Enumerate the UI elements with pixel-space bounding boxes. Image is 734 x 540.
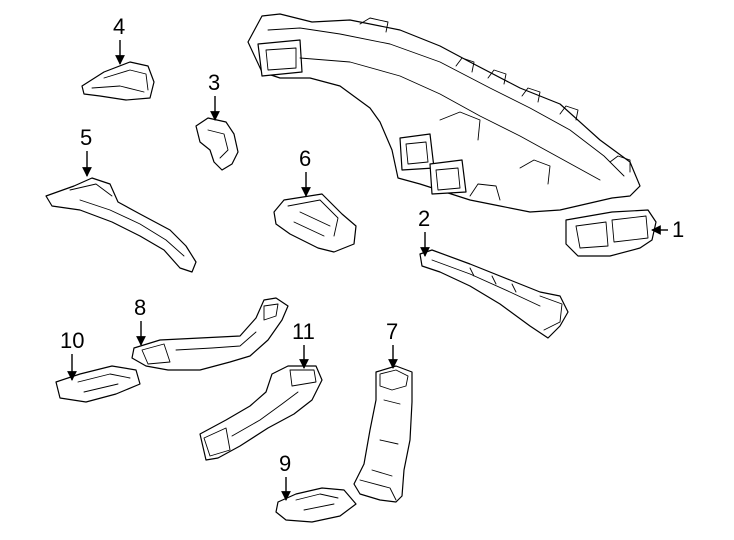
part-10-plate [55,365,141,403]
part-3-clip [195,117,239,171]
part-2-side-duct [419,249,569,339]
callout-2: 2 [418,206,430,231]
part-6-vent-block [273,193,357,253]
callout-7: 7 [386,319,398,344]
callout-6: 6 [299,146,311,171]
part-5-duct [45,177,197,273]
callout-10: 10 [60,328,84,353]
part-9-plate [275,487,357,523]
part-4-bracket [81,61,155,101]
callout-labels: 1 2 3 4 5 6 7 8 9 10 11 [60,14,684,476]
part-11-duct [199,365,323,461]
callout-8: 8 [134,295,146,320]
callout-9: 9 [279,451,291,476]
part-8-duct [131,297,289,371]
callout-4: 4 [113,14,125,39]
callout-11: 11 [292,319,315,344]
callout-3: 3 [208,70,220,95]
callout-1: 1 [672,217,684,242]
callout-5: 5 [80,125,92,150]
leader-lines [67,40,668,501]
part-1-main-duct [247,13,657,257]
part-7-vertical-duct [353,365,413,503]
